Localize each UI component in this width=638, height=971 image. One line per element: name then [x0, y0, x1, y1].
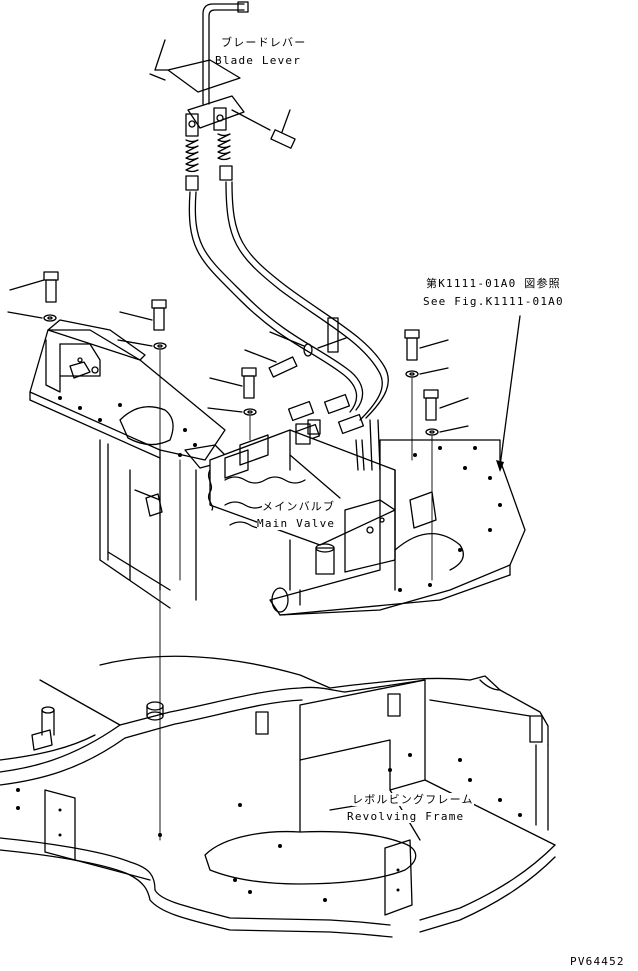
drawing-code: PV64452: [570, 955, 625, 968]
blade-lever-label-jp: ブレードレバー: [221, 36, 307, 49]
revolving-frame: [0, 655, 556, 938]
main-valve: [207, 419, 396, 613]
leader-lines: [289, 315, 521, 811]
main-valve-label-jp: メインバルブ: [262, 500, 336, 513]
pilot-hoses: [188, 181, 389, 445]
revolving-frame-label-jp: レボルビングフレーム: [352, 793, 474, 806]
revolving-frame-label-en: Revolving Frame: [347, 810, 465, 823]
console-bracket: [29, 319, 231, 609]
valve-support-plate: [179, 439, 526, 616]
main-valve-label-en: Main Valve: [257, 517, 336, 530]
see-fig-label-jp: 第K1111-01A0 図参照: [426, 277, 561, 290]
blade-lever-assembly: [149, 1, 296, 191]
see-fig-label-en: See Fig.K1111-01A0: [423, 295, 564, 308]
bolts-washers: [7, 271, 469, 841]
blade-lever-label-en: Blade Lever: [215, 54, 302, 67]
